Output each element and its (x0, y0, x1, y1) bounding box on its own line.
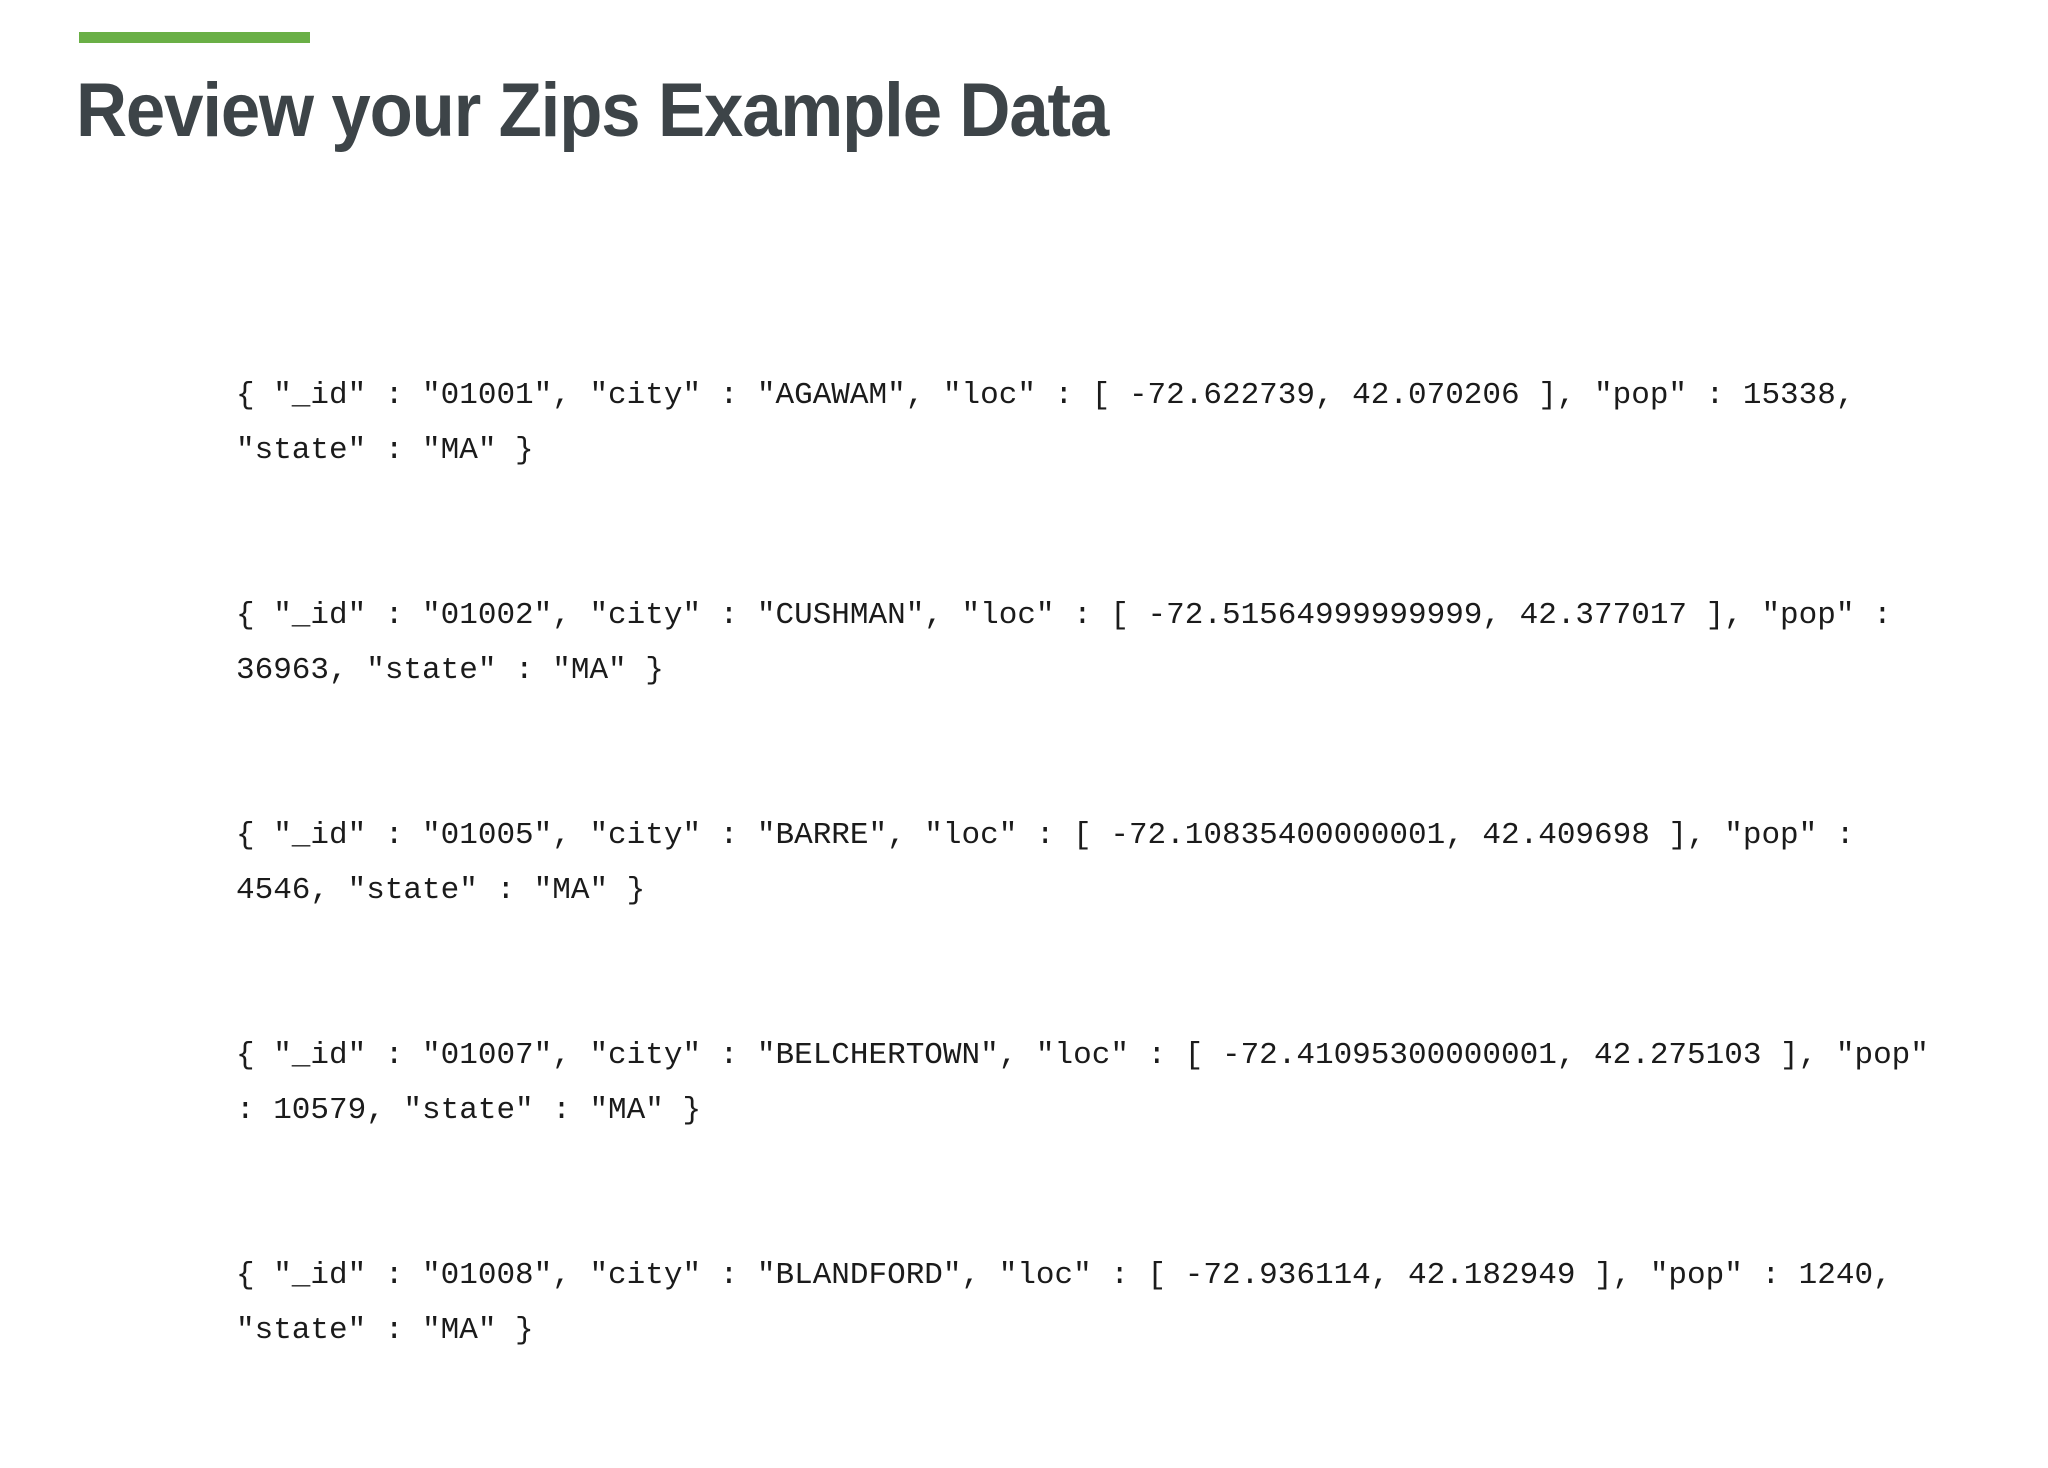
slide-canvas: Review your Zips Example Data { "_id" : … (76, 32, 1929, 1348)
data-record-line: { "_id" : "01002", "city" : "CUSHMAN", "… (236, 588, 1936, 698)
zips-example-data-block: { "_id" : "01001", "city" : "AGAWAM", "l… (236, 258, 1936, 1468)
data-record-line: { "_id" : "01007", "city" : "BELCHERTOWN… (236, 1028, 1936, 1138)
title-accent-bar (79, 32, 310, 43)
data-record-text: { "_id" : "01005", "city" : "BARRE", "lo… (236, 818, 1874, 908)
data-record-text: { "_id" : "01007", "city" : "BELCHERTOWN… (236, 1038, 1948, 1128)
data-record-line: { "_id" : "01008", "city" : "BLANDFORD",… (236, 1248, 1936, 1358)
data-record-line: { "_id" : "01005", "city" : "BARRE", "lo… (236, 808, 1936, 918)
data-record-text: { "_id" : "01008", "city" : "BLANDFORD",… (236, 1258, 1911, 1348)
page-title: Review your Zips Example Data (76, 68, 1109, 153)
data-record-text: { "_id" : "01002", "city" : "CUSHMAN", "… (236, 598, 1911, 688)
data-record-line: { "_id" : "01001", "city" : "AGAWAM", "l… (236, 368, 1936, 478)
data-record-text: { "_id" : "01001", "city" : "AGAWAM", "l… (236, 378, 1874, 468)
